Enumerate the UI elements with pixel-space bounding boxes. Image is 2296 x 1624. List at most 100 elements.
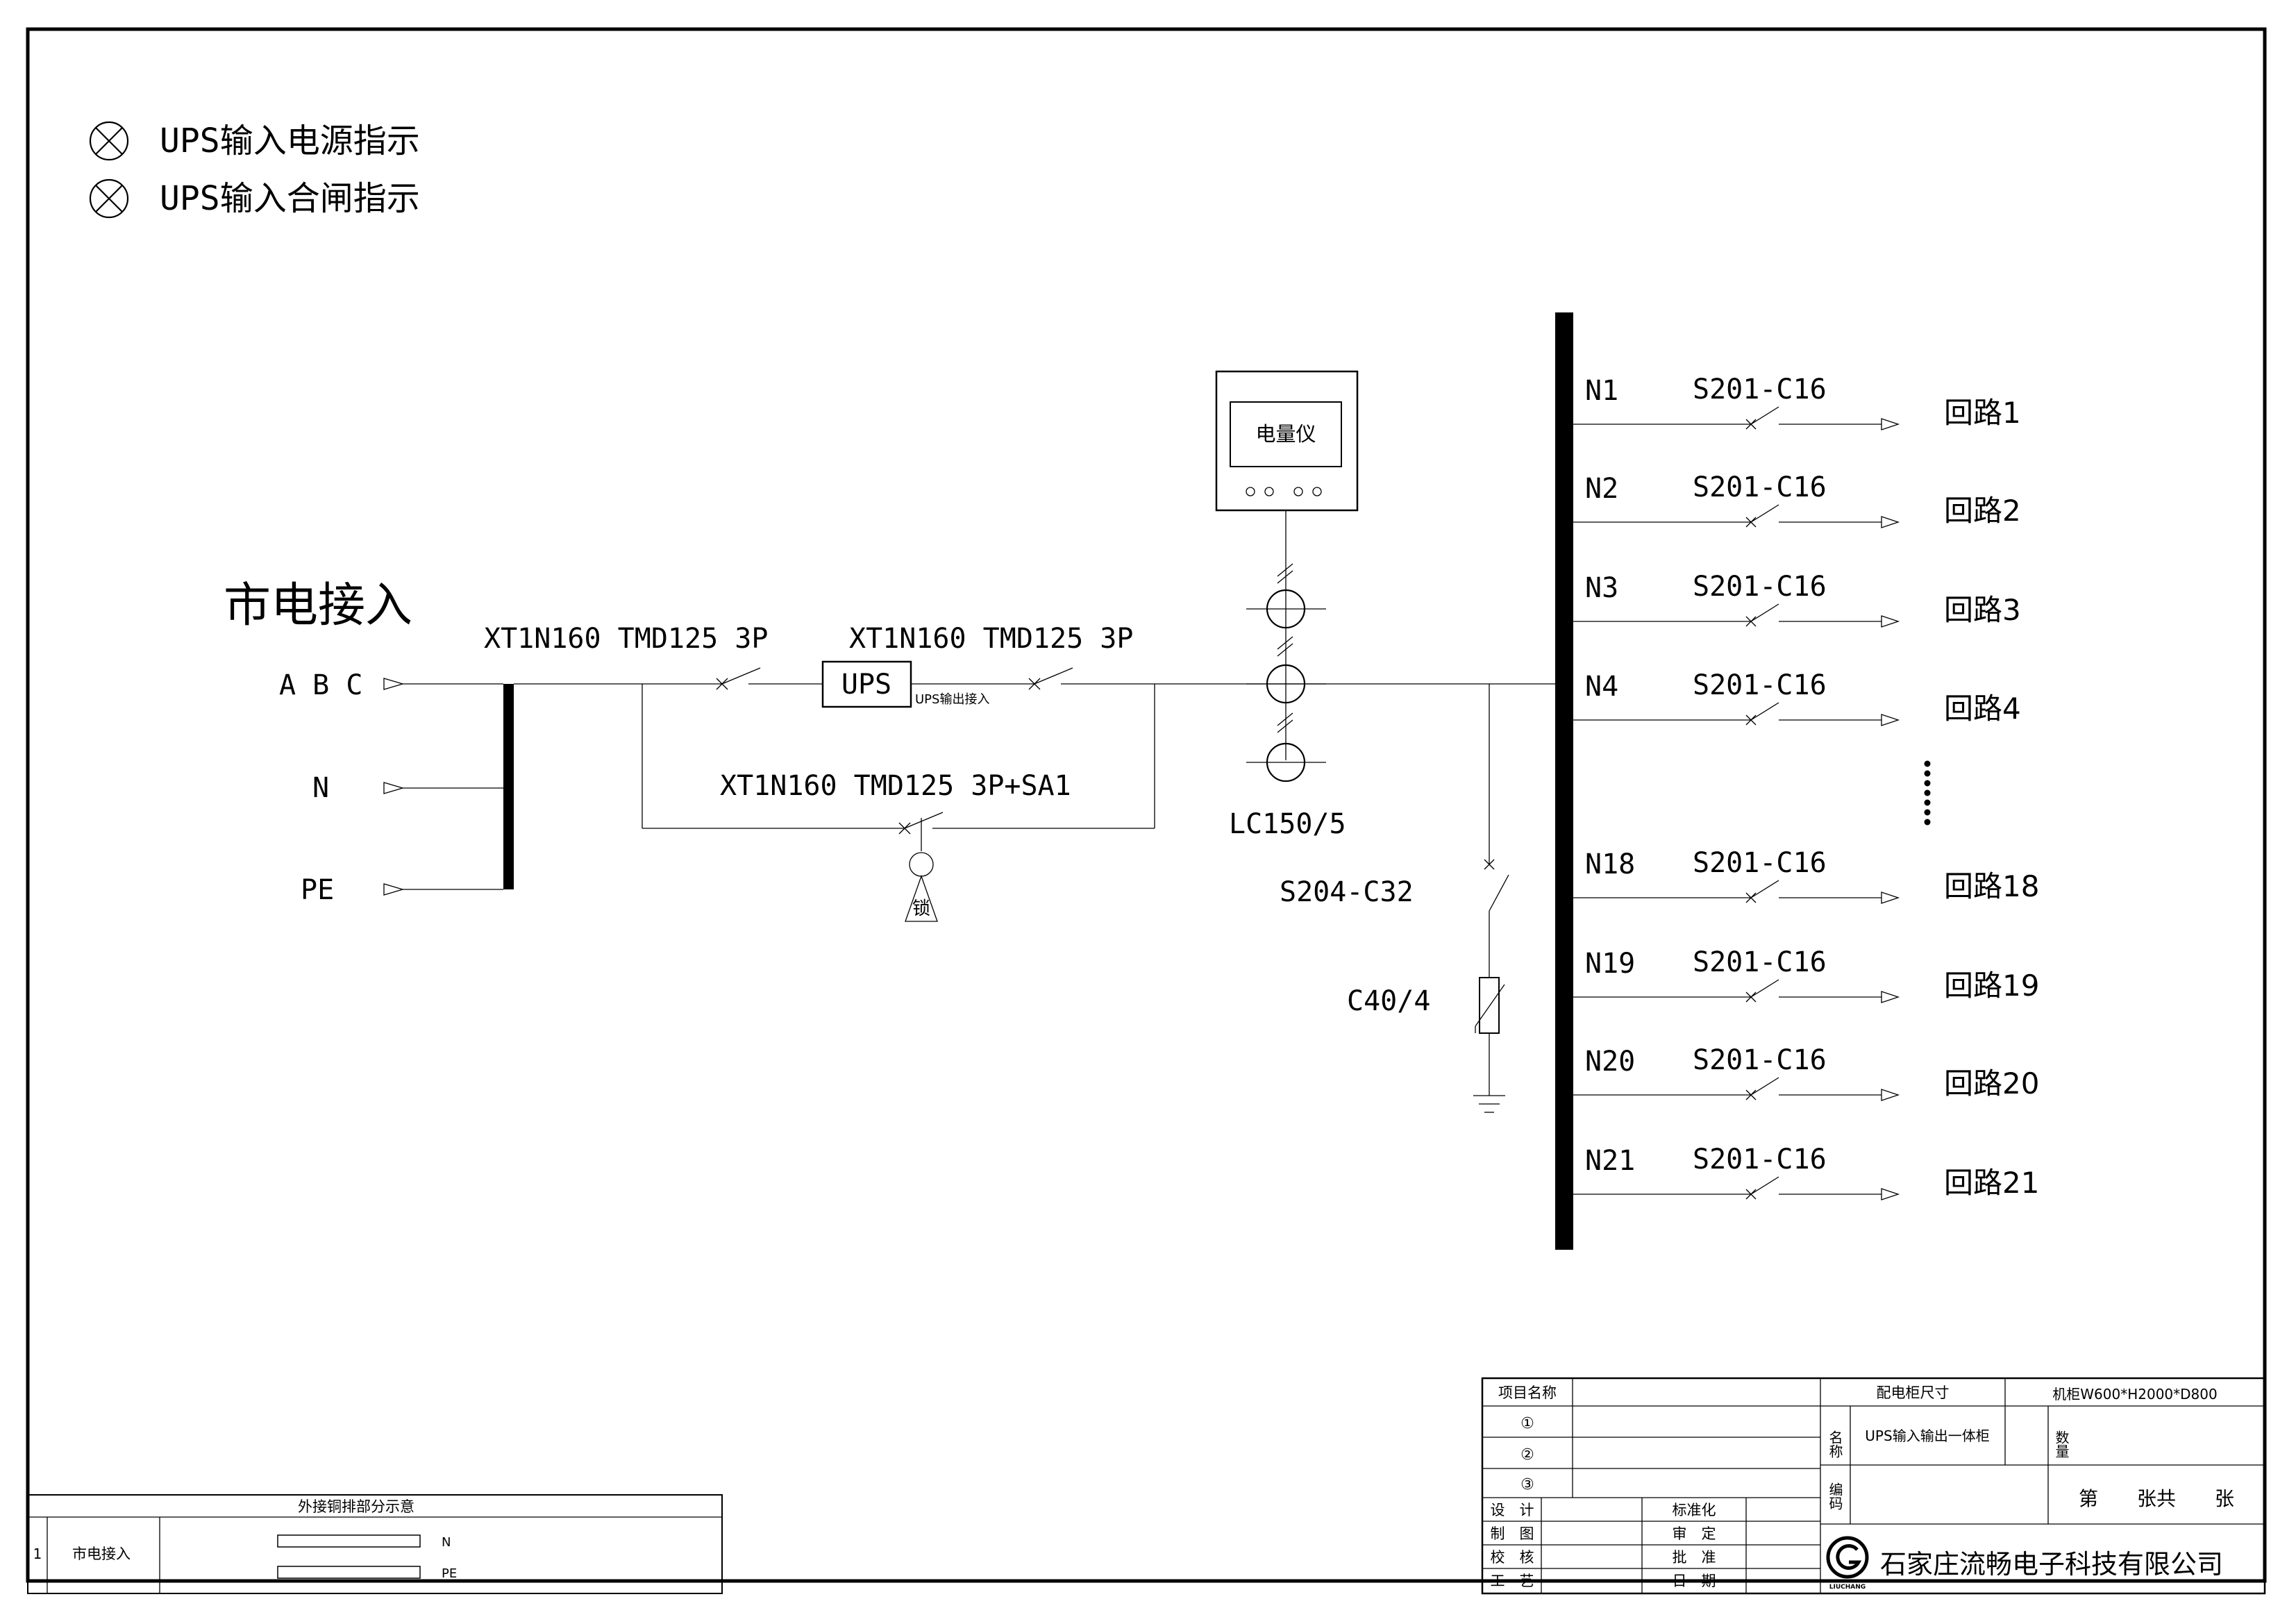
role-label: 校 核: [1491, 1549, 1534, 1566]
branch-neutral-label: N20: [1585, 1046, 1635, 1078]
indicator-label: UPS输入合闸指示: [160, 179, 420, 218]
input-terminal-icon: [383, 883, 405, 896]
output-arrow-icon: [1881, 615, 1900, 628]
output-arrow-icon: [1881, 891, 1900, 904]
output-arrow-icon: [1881, 1188, 1900, 1200]
busbar-table: 外接铜排部分示意 1 市电接入 N PE: [27, 1494, 723, 1594]
branch-breaker-label: S201-C16: [1693, 1044, 1827, 1076]
branch-circuit-label: 回路20: [1944, 1066, 2039, 1100]
drawing-frame: [26, 27, 2267, 1583]
indicator-lamp-icon: [89, 121, 129, 161]
branch-breaker-label: S201-C16: [1693, 571, 1827, 603]
cabinet-size-label: 配电柜尺寸: [1877, 1384, 1950, 1401]
role-label: 标准化: [1673, 1502, 1716, 1518]
code-label: 编码: [1827, 1482, 1843, 1510]
role-label: 批 准: [1673, 1549, 1716, 1566]
role-label: 审 定: [1673, 1525, 1716, 1542]
interlock-lock-icon: 锁: [905, 818, 938, 922]
ups-label: UPS: [841, 669, 891, 701]
branch-neutral-label: N2: [1585, 473, 1618, 505]
branch-circuit-label: 回路19: [1944, 969, 2039, 1003]
branch-circuit-label: 回路3: [1944, 593, 2021, 627]
role-label: 设 计: [1491, 1502, 1534, 1518]
surge-arrester-symbol: [1475, 977, 1505, 1034]
busbar-row-no: 1: [33, 1546, 42, 1562]
current-transformer-symbol: [1246, 712, 1326, 782]
ups-output-note: UPS输出接入: [915, 692, 989, 707]
output-breaker-label: XT1N160 TMD125 3P: [849, 623, 1133, 655]
role-label: 日 期: [1673, 1573, 1716, 1589]
current-transformer-symbol: [1246, 636, 1326, 704]
cabinet-size-value: 机柜W600*H2000*D800: [2052, 1386, 2217, 1403]
revision-mark: ③: [1520, 1476, 1534, 1493]
output-arrow-icon: [1881, 714, 1900, 726]
branch-neutral-label: N21: [1585, 1145, 1635, 1177]
company-name: 石家庄流畅电子科技有限公司: [1880, 1549, 2223, 1580]
branch-neutral-label: N3: [1585, 572, 1618, 604]
branch-circuit-label: 回路1: [1944, 396, 2021, 430]
bypass-breaker-symbol: [898, 812, 1155, 835]
neutral-label: N: [312, 772, 329, 804]
cabinet-name: UPS输入输出一体柜: [1865, 1428, 1989, 1444]
output-arrow-icon: [1881, 991, 1900, 1003]
branch-breaker-label: S201-C16: [1693, 1144, 1827, 1175]
indicator-legend: UPS输入电源指示 UPS输入合闸指示: [89, 121, 420, 219]
branch-circuit: N21 S201-C16 回路21: [1573, 1144, 2039, 1200]
project-name-label: 项目名称: [1498, 1384, 1557, 1401]
indicator-lamp-icon: [89, 178, 129, 219]
meter-label: 电量仪: [1255, 422, 1316, 446]
power-meter: 电量仪: [1215, 370, 1359, 512]
branch-neutral-label: N1: [1585, 375, 1618, 407]
input-terminal-icon: [383, 782, 405, 794]
branch-breaker-label: S201-C16: [1693, 946, 1827, 978]
branch-breaker-label: S201-C16: [1693, 471, 1827, 503]
sheet-count: 第 张共 张: [2079, 1487, 2234, 1510]
revision-mark: ①: [1520, 1415, 1534, 1432]
current-transformer-symbol: [1246, 563, 1326, 629]
company-logo: LIUCHANG: [1826, 1536, 1869, 1591]
output-breaker-symbol: [1028, 667, 1555, 690]
arrester-label: C40/4: [1347, 985, 1430, 1017]
role-label: 制 图: [1491, 1525, 1534, 1542]
branch-circuit: N2 S201-C16 回路2: [1573, 471, 2021, 528]
output-arrow-icon: [1881, 418, 1900, 430]
branch-breaker-label: S201-C16: [1693, 847, 1827, 879]
branch-circuit: N19 S201-C16 回路19: [1573, 946, 2039, 1003]
lock-label: 锁: [912, 898, 930, 919]
ground-icon: [1473, 1095, 1505, 1113]
role-label: 工 艺: [1491, 1573, 1534, 1589]
branch-circuit: N3 S201-C16 回路3: [1573, 571, 2021, 628]
busbar-row-name: 市电接入: [72, 1546, 131, 1562]
output-arrow-icon: [1881, 516, 1900, 528]
name-label: 名称: [1827, 1430, 1843, 1458]
branch-neutral-label: N19: [1585, 948, 1635, 980]
branch-breaker-label: S201-C16: [1693, 669, 1827, 701]
branch-neutral-label: N4: [1585, 671, 1618, 703]
earth-label: PE: [301, 874, 334, 906]
input-busbar: [503, 684, 514, 889]
input-terminal-icon: [383, 678, 405, 690]
output-arrow-icon: [1881, 1089, 1900, 1101]
copper-bar-pe: [277, 1566, 421, 1579]
main-breaker-label: XT1N160 TMD125 3P: [484, 623, 768, 655]
branch-circuit-label: 回路2: [1944, 494, 2021, 528]
continuation-dots: [1924, 760, 1931, 826]
indicator-label: UPS输入电源指示: [160, 122, 420, 160]
branch-circuit-label: 回路4: [1944, 692, 2021, 726]
distribution-busbar: [1555, 312, 1573, 1250]
branch-circuit: N20 S201-C16 回路20: [1573, 1044, 2039, 1101]
copper-bar-label: N: [442, 1535, 451, 1550]
branch-neutral-label: N18: [1585, 848, 1635, 880]
copper-bar-n: [277, 1534, 421, 1548]
mains-input-title: 市电接入: [224, 578, 412, 633]
spd-breaker-symbol: [1484, 859, 1509, 912]
main-breaker-symbol: [716, 667, 823, 690]
quantity-label: 数量: [2053, 1430, 2070, 1458]
title-block: 项目名称 配电柜尺寸 机柜W600*H2000*D800 ① ② ③ 名称 UP…: [1481, 1377, 2266, 1595]
branch-circuit-label: 回路21: [1944, 1166, 2039, 1200]
bypass-breaker-label: XT1N160 TMD125 3P+SA1: [720, 770, 1071, 802]
